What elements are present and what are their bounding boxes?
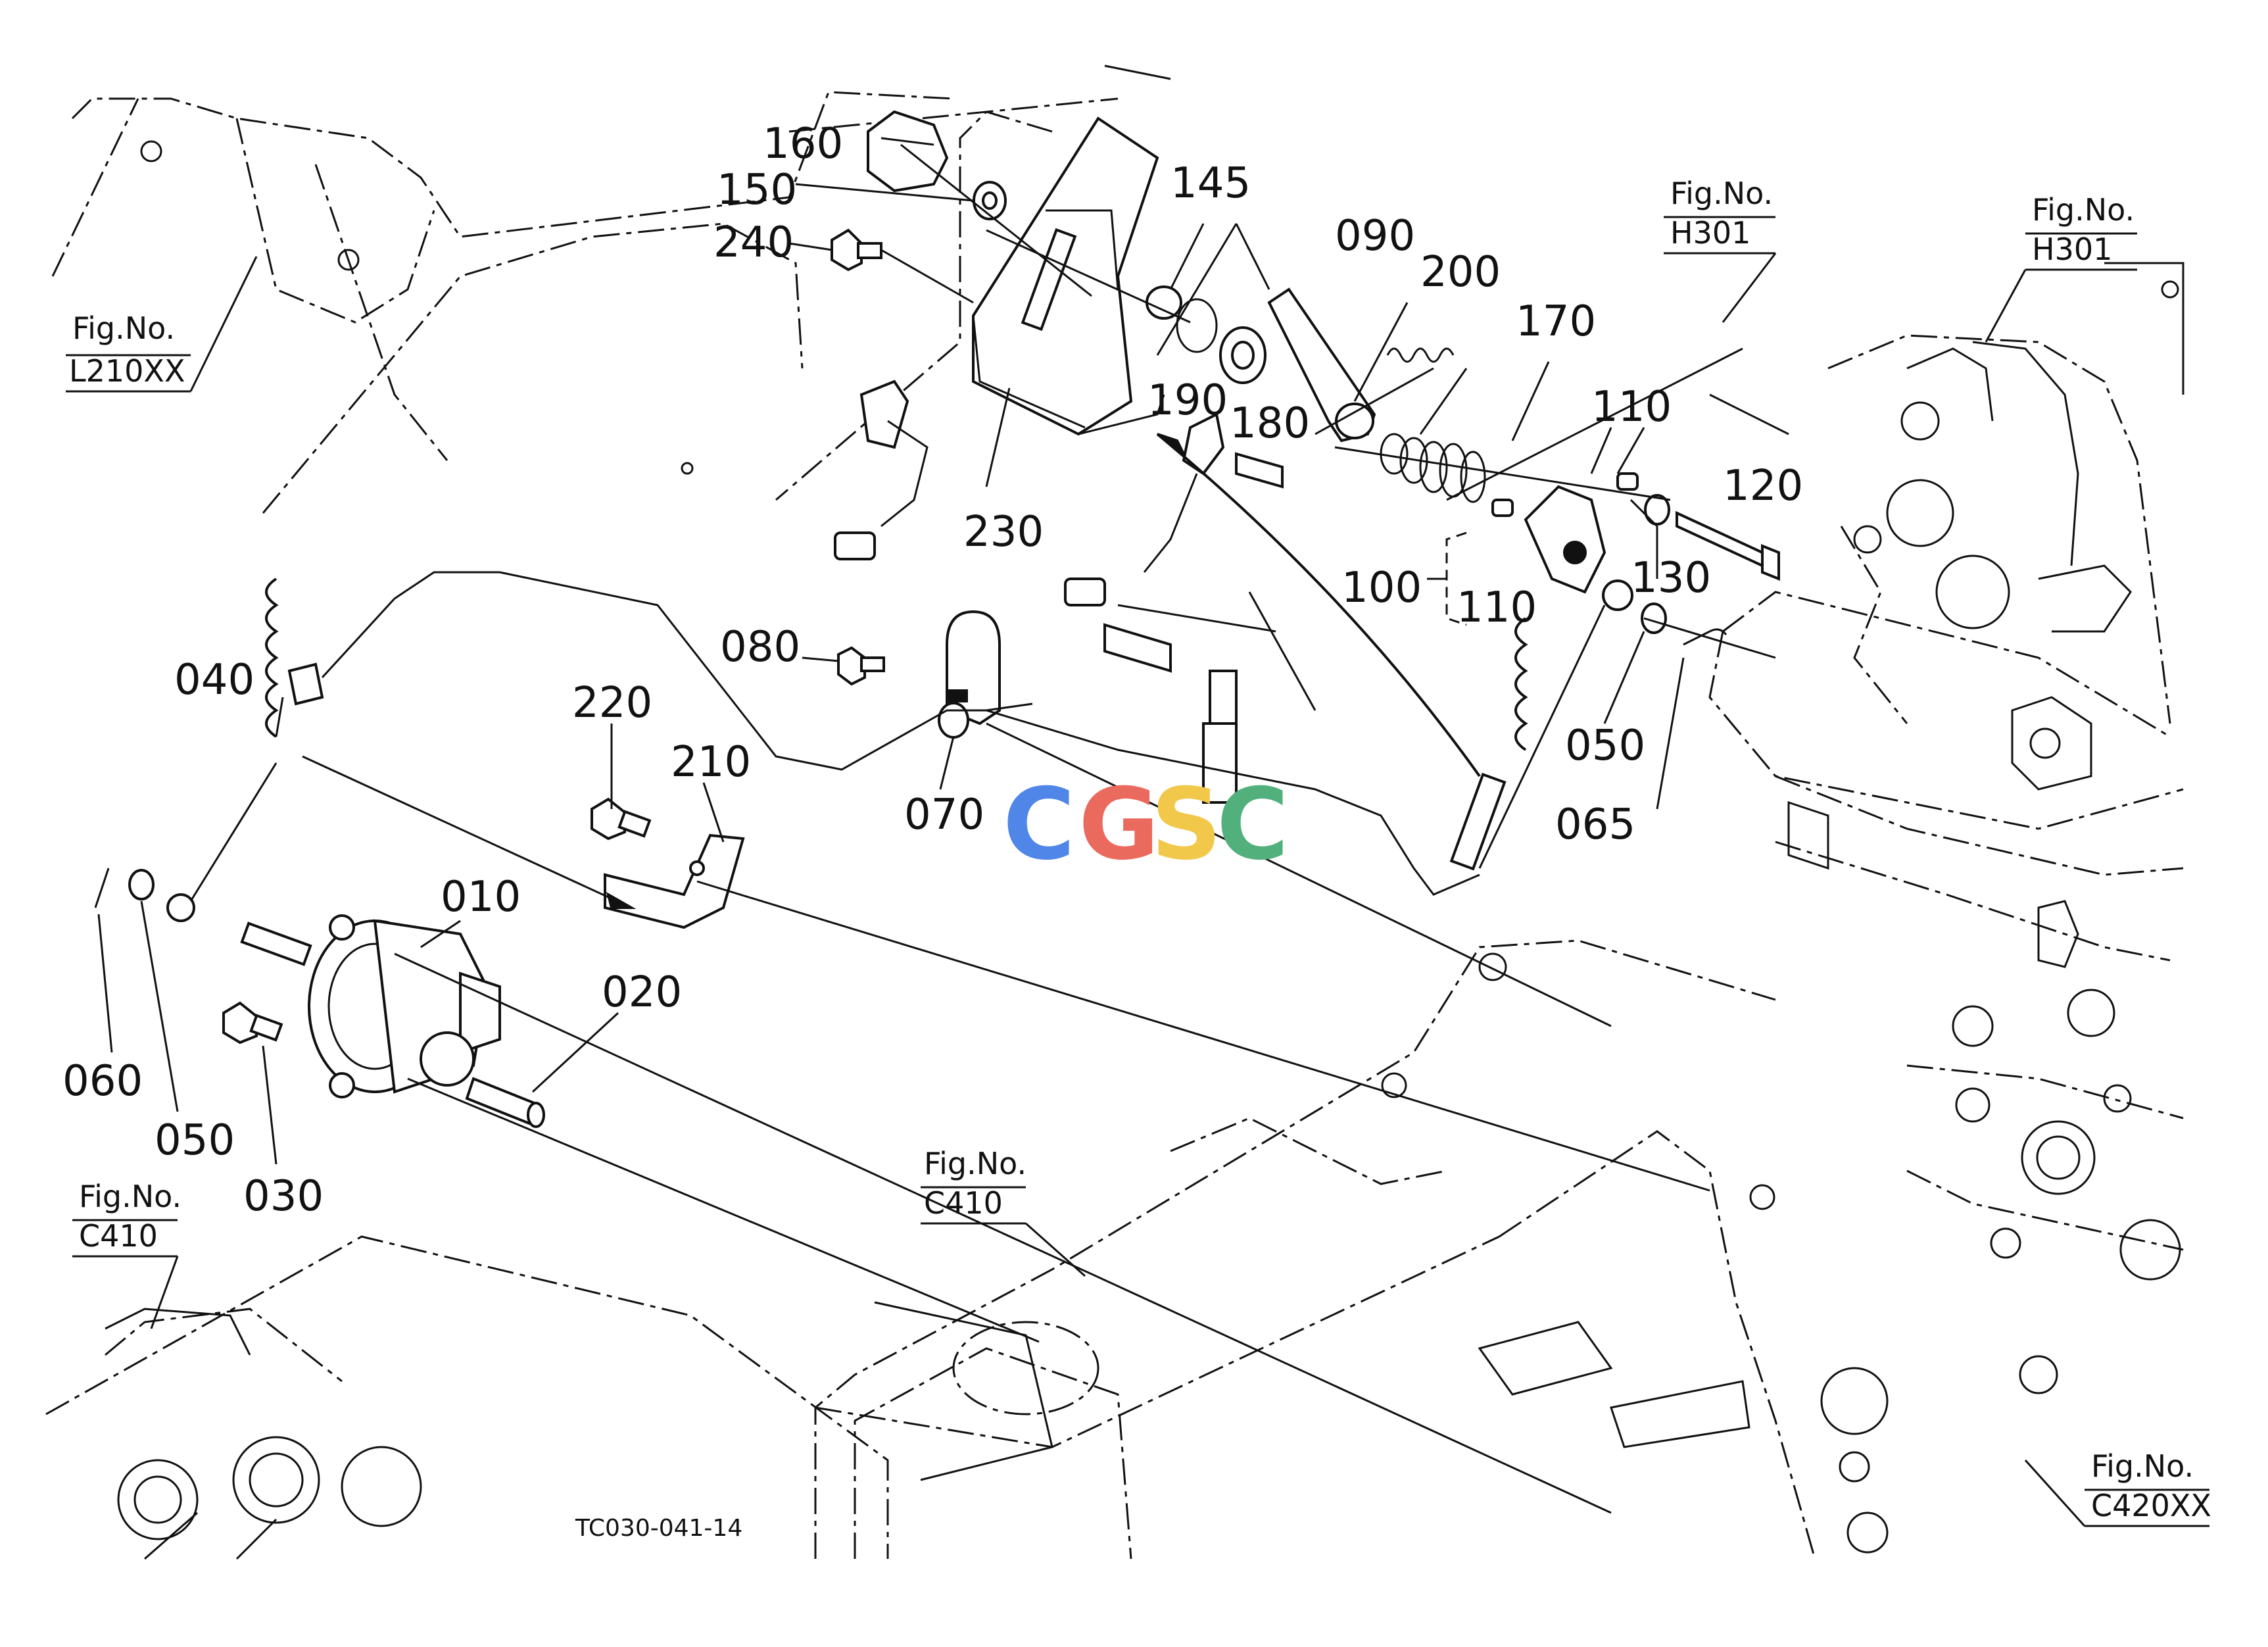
fig-ref-l210xx: Fig.No. L210XX	[66, 256, 258, 393]
fig-ref-code: C420XX	[2091, 1488, 2211, 1523]
part-label-065: 065	[1555, 800, 1635, 849]
part-label-050: 050	[1565, 722, 1645, 770]
bolt-120	[1644, 494, 1780, 581]
fig-ref-h301-b: Fig.No. H301	[1985, 192, 2137, 343]
part-label-120: 120	[1723, 462, 1803, 510]
transmission-case-outline	[814, 939, 1889, 1560]
part-label-070: 070	[904, 791, 984, 839]
leader-lines	[97, 143, 1789, 1514]
fender-housing-outline	[51, 91, 1119, 514]
part-label-010: 010	[441, 873, 521, 922]
part-label-190: 190	[1147, 376, 1228, 425]
bolt-080	[837, 646, 885, 686]
part-label-200: 200	[1420, 248, 1501, 297]
watermark-letter: C	[1217, 768, 1289, 882]
fig-ref-c410-b: Fig.No. C410	[921, 1146, 1086, 1277]
part-label-160: 160	[763, 120, 843, 168]
collar-145	[1146, 285, 1182, 320]
part-label-090: 090	[1335, 212, 1415, 260]
fig-ref-h301-a: Fig.No. H301	[1664, 176, 1777, 323]
clamp-070	[938, 610, 1001, 739]
drawing-code: TC030-041-14	[575, 1515, 742, 1542]
watermark-letter: G	[1078, 768, 1159, 882]
cable-040	[166, 578, 396, 922]
part-label-110b: 110	[1457, 583, 1537, 632]
fig-ref-code: H301	[2032, 232, 2112, 267]
part-label-145: 145	[1170, 159, 1251, 208]
part-label-110: 110	[1591, 383, 1672, 431]
part-label-170: 170	[1516, 297, 1596, 346]
fig-ref-code: H301	[1670, 215, 1750, 251]
part-label-240: 240	[713, 218, 794, 267]
snap-ring-190	[1176, 298, 1218, 353]
fig-ref-title: Fig.No.	[1670, 176, 1773, 211]
part-label-230: 230	[963, 508, 1044, 556]
watermark-letter: C	[1003, 768, 1075, 882]
fig-ref-title: Fig.No.	[2091, 1448, 2194, 1484]
fig-ref-title: Fig.No.	[72, 310, 175, 346]
part-label-020: 020	[602, 968, 682, 1017]
watermark-letter: S	[1151, 768, 1222, 882]
bolt-220	[591, 797, 652, 841]
switch-sensor	[834, 380, 1284, 804]
bracket-230	[972, 64, 1171, 436]
cable-upper	[1449, 579, 1633, 871]
part-label-040: 040	[174, 656, 254, 704]
hydraulic-block-outline	[1708, 262, 2184, 1394]
part-label-060: 060	[62, 1057, 143, 1106]
lever-090	[1267, 287, 1376, 443]
group-bracket-100	[1427, 531, 1467, 626]
washer-050-lower	[128, 869, 155, 900]
fig-ref-code: C410	[924, 1185, 1003, 1221]
bolt-030	[222, 1001, 283, 1045]
fig-ref-code: C410	[79, 1218, 158, 1254]
washer-050-upper	[1641, 602, 1667, 634]
cotter-pin-065	[1683, 628, 1727, 646]
washer-180	[1219, 326, 1267, 384]
actuator-010	[240, 914, 501, 1098]
fig-ref-title: Fig.No.	[2032, 192, 2135, 228]
fig-ref-c410-a: Fig.No. C410	[72, 1179, 181, 1329]
part-label-030: 030	[243, 1172, 324, 1221]
part-label-220: 220	[572, 679, 652, 727]
fig-ref-c420xx: Fig.No. C420XX	[2024, 1448, 2211, 1527]
knob-160	[867, 110, 949, 193]
spring-200	[1386, 347, 1455, 363]
cable-routing	[394, 433, 1481, 896]
part-label-210: 210	[671, 738, 751, 787]
pin-060	[94, 868, 110, 908]
watermark-logo: C G S C	[1003, 768, 1289, 882]
fig-ref-title: Fig.No.	[79, 1179, 181, 1214]
part-label-100: 100	[1341, 564, 1422, 612]
fig-ref-code: L210XX	[69, 353, 185, 389]
front-axle-outline	[45, 1235, 889, 1560]
part-labels: 160 150 240 145 090 200 170 190 180 110 …	[62, 120, 1803, 1221]
part-label-180: 180	[1230, 399, 1310, 448]
pin-020	[465, 1077, 545, 1128]
bolt-240	[831, 228, 882, 272]
lever-100	[1491, 472, 1639, 594]
part-label-080: 080	[720, 623, 800, 672]
part-label-050b: 050	[155, 1116, 235, 1165]
part-label-150: 150	[717, 166, 797, 214]
fig-ref-title: Fig.No.	[924, 1146, 1026, 1181]
part-label-130: 130	[1631, 554, 1711, 602]
bush-150	[973, 181, 1007, 220]
bracket-210	[604, 833, 745, 929]
spring-170	[1380, 433, 1486, 503]
